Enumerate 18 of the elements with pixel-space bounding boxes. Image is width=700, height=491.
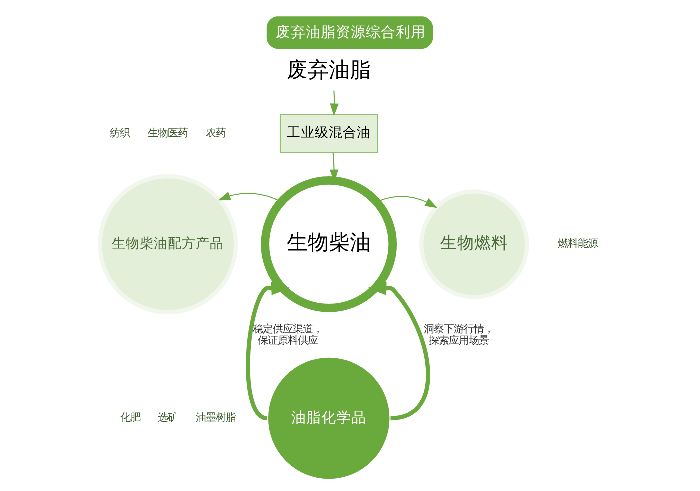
node-box: 工业级混合油: [280, 114, 378, 153]
arrow: [330, 90, 339, 116]
node-label: 纺织: [110, 127, 130, 140]
node-circle: 生物柴油: [261, 176, 398, 312]
node-circle: 生物燃料: [420, 190, 530, 300]
node-label: 燃料能源: [558, 238, 598, 250]
arrow: [368, 282, 430, 421]
node-label: 农药: [206, 127, 226, 140]
node-label: 选矿: [158, 412, 178, 424]
edge-label: 洞察下游行情，探索应用场景: [424, 323, 494, 347]
node-label: 化肥: [120, 412, 140, 424]
edge-label: 稳定供应渠道，保证原料供应: [252, 323, 323, 347]
node-text: 废弃油脂: [287, 58, 372, 82]
node-circle: 生物柴油配方产品: [98, 174, 238, 314]
node-label: 油墨树脂: [196, 412, 236, 424]
node-circle: 油脂化学品: [268, 358, 390, 480]
diagram-title: 废弃油脂资源综合利用: [276, 24, 426, 42]
node-label: 生物医药: [148, 127, 188, 140]
